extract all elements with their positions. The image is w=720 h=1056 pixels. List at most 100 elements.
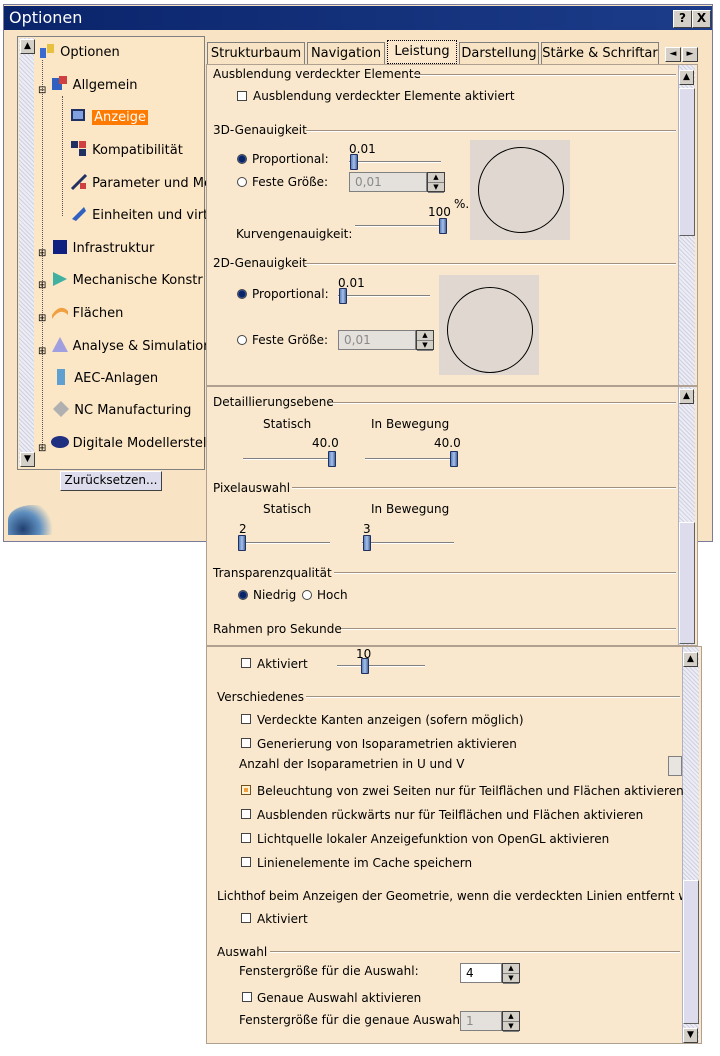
tree-item-anzeige[interactable]: Anzeige	[70, 107, 148, 129]
panel2-scroll-thumb[interactable]	[679, 522, 695, 644]
tab-navigation[interactable]: Navigation	[307, 42, 385, 64]
group-divider	[334, 572, 676, 574]
tree-item-kompatibilitaet[interactable]: Kompatibilität	[70, 140, 183, 162]
fps-slider[interactable]	[361, 658, 369, 674]
pixel-static-slider[interactable]	[238, 535, 246, 551]
tree-label: Digitale Modellerstellu	[72, 436, 219, 451]
nc-manufacturing-icon	[53, 401, 70, 417]
detail-static-track	[243, 458, 335, 460]
tree-scroll-up[interactable]: ▲	[20, 39, 35, 54]
transparency-high-radio[interactable]	[302, 590, 312, 600]
exact-selection-checkbox[interactable]	[242, 992, 252, 1002]
tree-label: Flächen	[72, 306, 124, 321]
tab-darstellung[interactable]: Darstellung	[459, 42, 539, 64]
fixed-2d-input[interactable]: 0,01	[338, 330, 416, 350]
group-divider	[341, 628, 676, 630]
tree-item-nc[interactable]: NC Manufacturing	[38, 400, 191, 422]
proportional-2d-slider[interactable]	[339, 288, 347, 304]
panel1-scroll-thumb[interactable]	[679, 88, 695, 236]
detail-moving-slider[interactable]	[450, 451, 458, 467]
pixel-moving-slider[interactable]	[363, 535, 371, 551]
close-button[interactable]: X	[692, 10, 711, 28]
tree-item-optionen[interactable]: Optionen	[38, 42, 120, 64]
analysis-icon	[51, 337, 68, 352]
fixed-2d-spinner[interactable]: ▲▼	[416, 330, 434, 351]
tree-label: Allgemein	[72, 78, 138, 93]
tree-item-analyse[interactable]: ⊞ Analyse & Simulation	[38, 336, 212, 358]
opengl-light-checkbox[interactable]	[241, 833, 251, 843]
tree-item-allgemein[interactable]: ⊟ Allgemein	[38, 75, 138, 97]
pixel-moving-track	[362, 542, 454, 544]
proportional-3d-slider[interactable]	[350, 154, 358, 170]
tree-label: Parameter und Me	[92, 176, 212, 191]
tab-leistung[interactable]: Leistung	[387, 40, 457, 64]
tree-item-parameter[interactable]: Parameter und Me	[70, 173, 212, 195]
pixel-moving-label: In Bewegung	[371, 502, 450, 516]
tree-label: Mechanische Konstr	[72, 273, 203, 288]
group-3d-precision: 3D-Genauigkeit	[213, 123, 307, 137]
pixel-static-track	[238, 542, 330, 544]
tree-label: Optionen	[60, 45, 120, 60]
window-size-spinner[interactable]: ▲▼	[502, 963, 520, 984]
detail-static-slider[interactable]	[328, 451, 336, 467]
backface-culling-checkbox[interactable]	[241, 809, 251, 819]
tabs-scroll-left[interactable]: ◄	[665, 47, 681, 62]
expand-plus-icon: ⊞	[38, 313, 47, 324]
tabs-scroll-right[interactable]: ►	[682, 47, 698, 62]
fixed-3d-spinner[interactable]: ▲▼	[427, 172, 445, 193]
tab-strukturbaum[interactable]: Strukturbaum	[207, 42, 305, 64]
isoparam-count-input[interactable]	[668, 756, 682, 776]
tree-item-digital[interactable]: ⊞ Digitale Modellerstellu	[38, 433, 218, 455]
panel3-scroll-up[interactable]: ▲	[683, 652, 698, 667]
tree-item-einheiten[interactable]: Einheiten und virt	[70, 205, 208, 227]
line-cache-checkbox[interactable]	[241, 857, 251, 867]
isoparam-checkbox[interactable]	[241, 738, 251, 748]
infrastructure-icon	[52, 240, 67, 254]
window-size-input[interactable]: 4	[460, 963, 502, 983]
panel1-scroll-up[interactable]: ▲	[679, 70, 694, 85]
curve-precision-slider[interactable]	[439, 218, 447, 234]
title-bar[interactable]	[4, 6, 712, 30]
proportional-3d-radio[interactable]	[237, 154, 247, 164]
units-icon	[72, 207, 86, 221]
tree-item-flaechen[interactable]: ⊞ Flächen	[38, 303, 123, 325]
group-frames-per-second: Rahmen pro Sekunde	[213, 622, 342, 636]
proportional-2d-radio[interactable]	[237, 289, 247, 299]
proportional-2d-value: 0.01	[338, 276, 365, 290]
tree-label: Einheiten und virt	[92, 208, 209, 223]
isoparam-label: Generierung von Isoparametrien aktiviere…	[257, 737, 517, 751]
group-2d-precision: 2D-Genauigkeit	[213, 256, 307, 270]
general-icon	[51, 76, 67, 90]
tab-staerke-schriftart[interactable]: Stärke & Schriftar	[541, 42, 659, 64]
tree-item-infrastruktur[interactable]: ⊞ Infrastruktur	[38, 238, 154, 260]
two-side-lighting-checkbox[interactable]	[241, 785, 251, 795]
help-button[interactable]: ?	[673, 10, 692, 28]
group-divider	[306, 696, 680, 698]
transparency-low-radio[interactable]	[238, 590, 248, 600]
fixed-3d-input[interactable]: 0,01	[349, 172, 427, 192]
circle-preview-2d	[447, 287, 533, 373]
hidden-elements-label: Ausblendung verdeckter Elemente aktivier…	[253, 89, 515, 103]
panel3-scroll-thumb[interactable]	[683, 880, 699, 1024]
fixed-3d-radio[interactable]	[237, 177, 247, 187]
detail-moving-value: 40.0	[434, 436, 461, 450]
tree-scrollbar[interactable]	[19, 38, 34, 466]
transparency-high-label: Hoch	[317, 588, 348, 602]
halo-label: Lichthof beim Anzeigen der Geometrie, we…	[217, 889, 682, 903]
tree-label: Kompatibilität	[92, 143, 183, 158]
panel3-scroll-down[interactable]: ▼	[683, 1028, 698, 1043]
tree-label: NC Manufacturing	[74, 403, 192, 418]
panel2-scroll-up[interactable]: ▲	[679, 389, 694, 404]
hidden-edges-checkbox[interactable]	[241, 714, 251, 724]
tree-item-aec[interactable]: AEC-Anlagen	[38, 368, 158, 390]
exact-size-spinner[interactable]: ▲▼	[502, 1011, 520, 1032]
exact-size-input[interactable]: 1	[460, 1011, 502, 1031]
tree-item-mechanisch[interactable]: ⊞ Mechanische Konstr	[38, 270, 203, 292]
group-detail-level: Detaillierungsebene	[213, 395, 334, 409]
fixed-2d-radio[interactable]	[237, 335, 247, 345]
hidden-elements-checkbox[interactable]	[237, 91, 247, 101]
reset-button[interactable]: Zurücksetzen...	[60, 471, 162, 491]
fps-activated-checkbox[interactable]	[241, 658, 251, 668]
tree-scroll-down[interactable]: ▼	[20, 452, 35, 467]
halo-activated-checkbox[interactable]	[241, 913, 251, 923]
